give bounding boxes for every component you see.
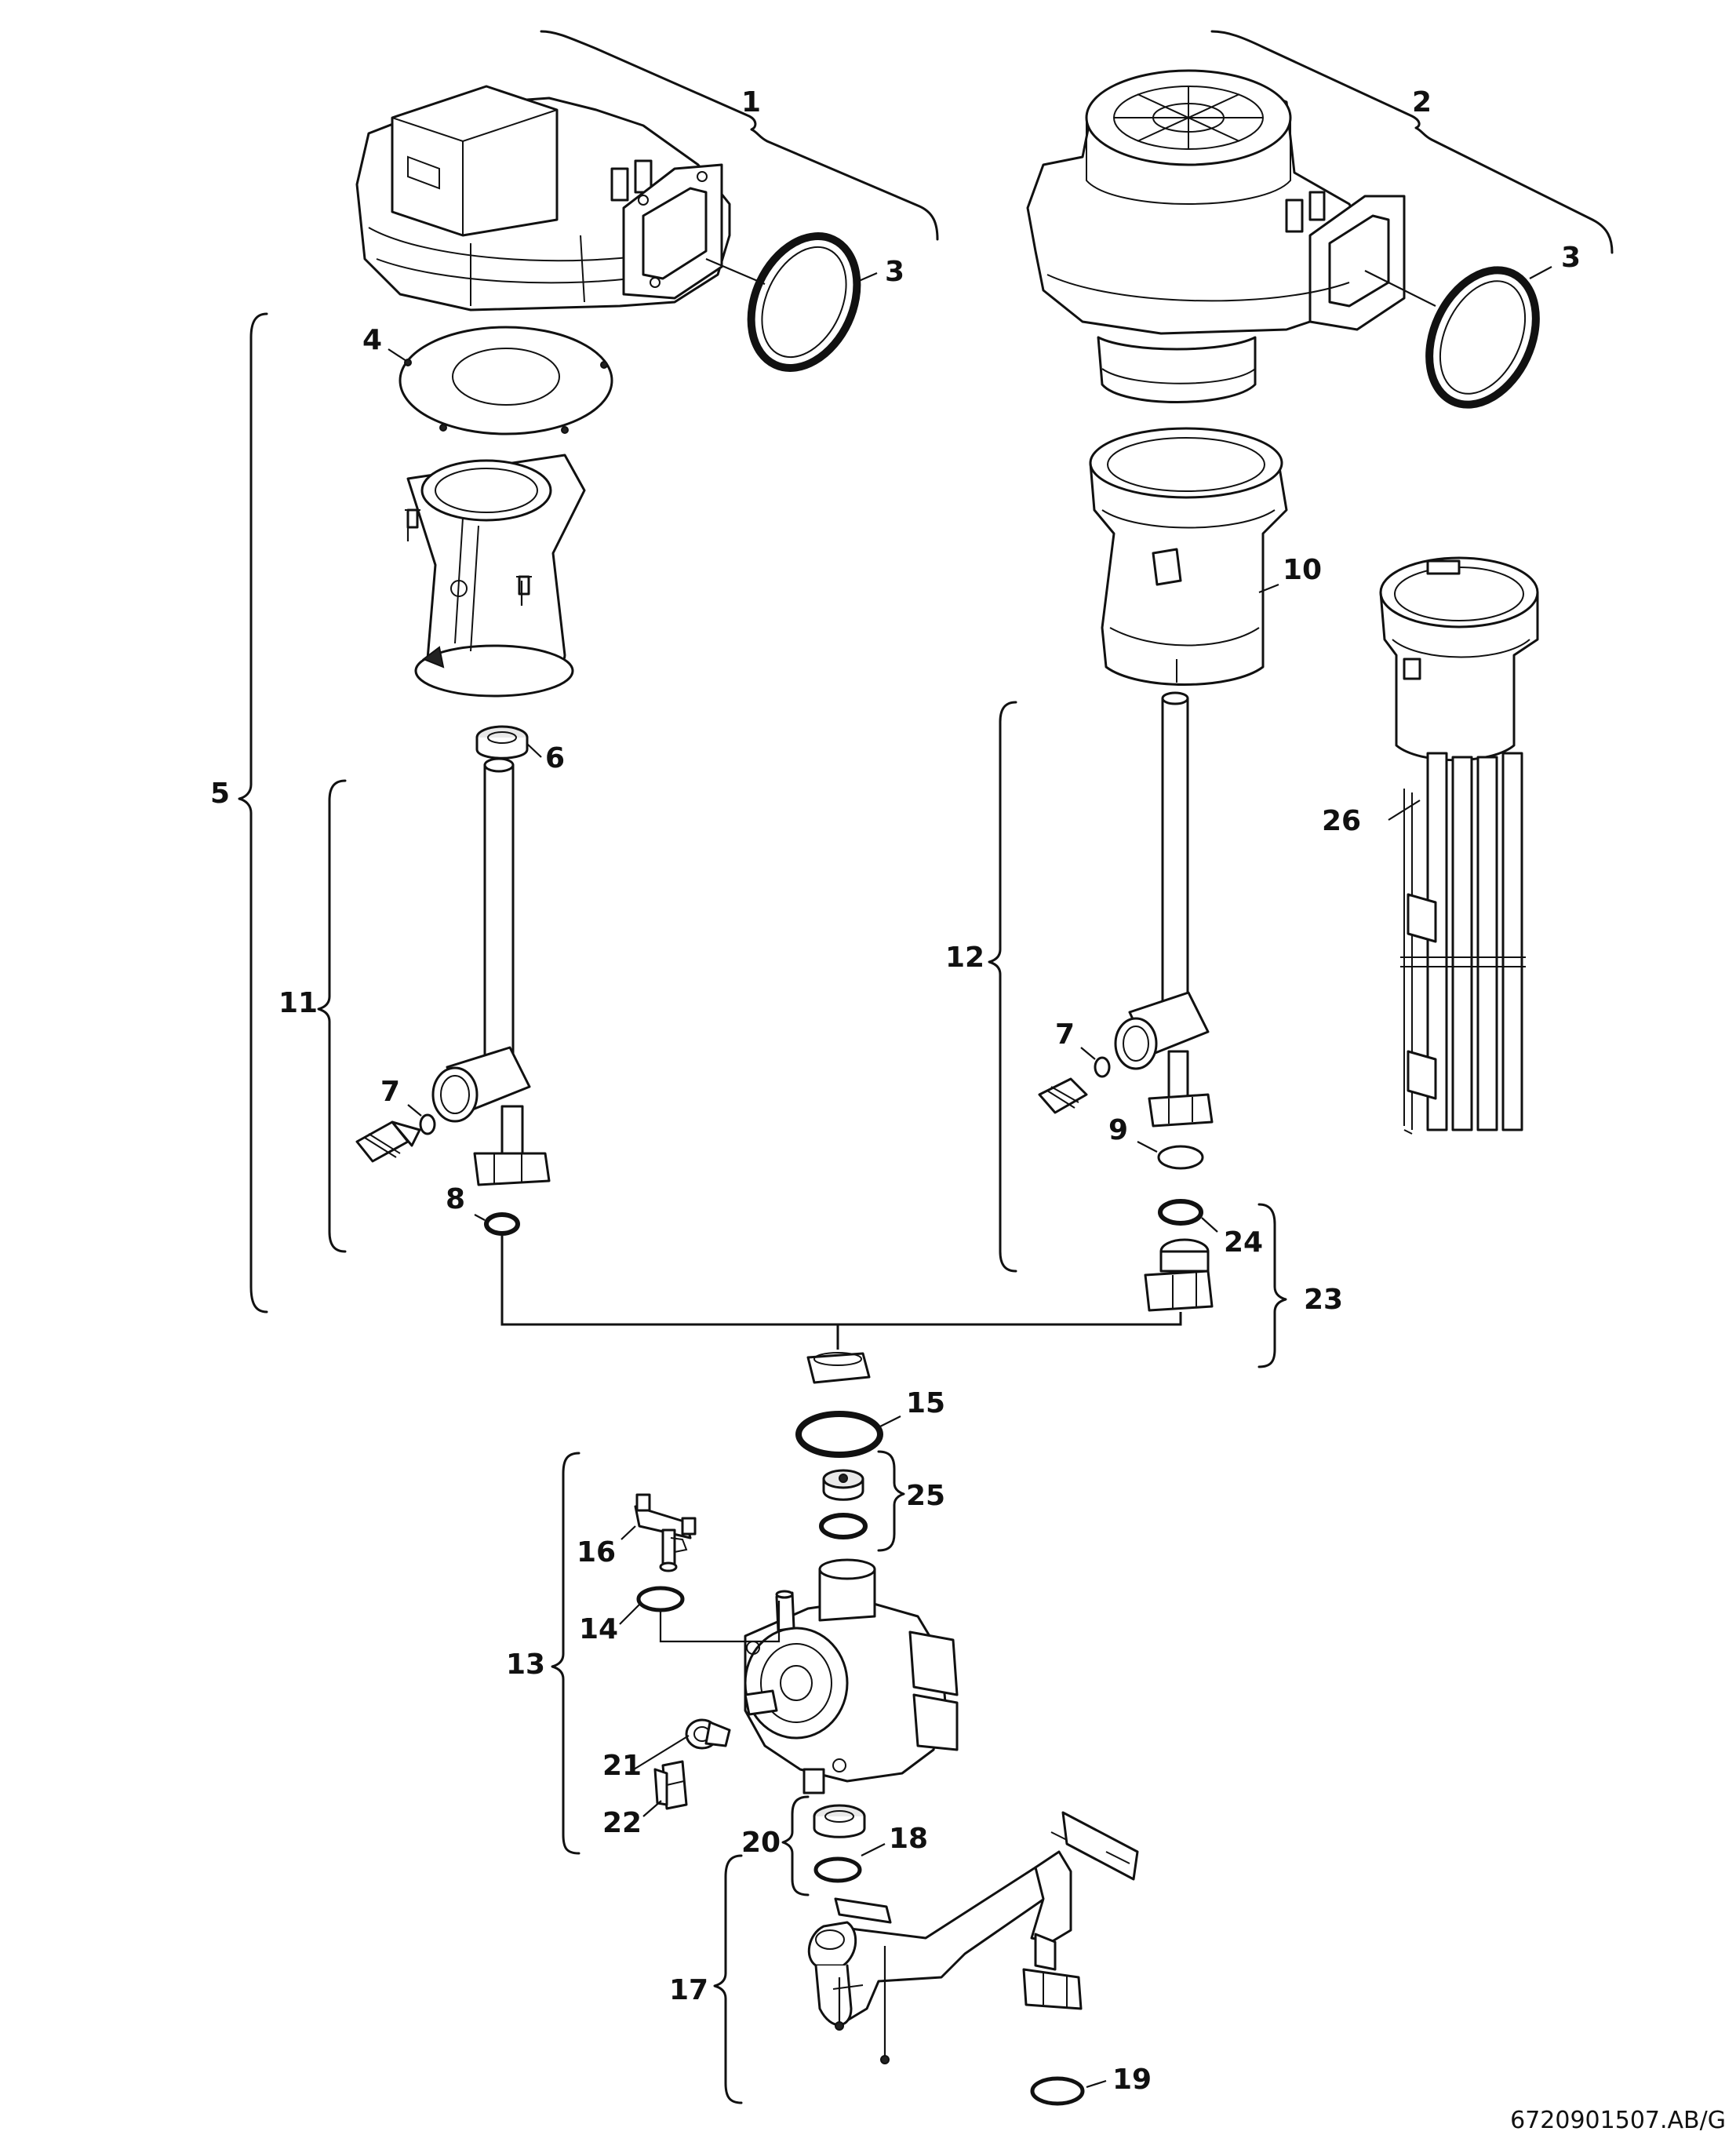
burner-26 <box>1379 556 1539 1135</box>
gasket-ring-3-right <box>1425 266 1540 409</box>
label-4: 4 <box>362 324 382 356</box>
leader-lines <box>388 257 1552 2089</box>
leader-14-valve <box>659 1601 781 1643</box>
label-11: 11 <box>278 987 318 1019</box>
label-18: 18 <box>889 1823 928 1855</box>
bracket-11 <box>317 779 347 1253</box>
tee-fitting-16 <box>634 1493 697 1572</box>
nozzle-7-left <box>355 1113 436 1163</box>
gas-valve-13 <box>744 1558 959 1794</box>
seal-19 <box>1030 2076 1085 2106</box>
document-id: 6720901507.AB/G <box>1510 2107 1726 2134</box>
bracket-12 <box>988 701 1017 1273</box>
nozzle-7-right <box>1038 1056 1111 1114</box>
label-7-right: 7 <box>1055 1018 1075 1051</box>
mixing-tube-10 <box>1089 427 1288 686</box>
clip-22 <box>653 1760 688 1810</box>
flange-gasket-4 <box>399 326 613 435</box>
label-20: 20 <box>741 1827 781 1859</box>
gas-pipe-17 <box>807 1811 1139 2027</box>
callout-labels: 1 2 3 3 4 5 6 7 7 8 9 10 11 12 13 14 15 … <box>210 86 1581 2096</box>
bracket-5 <box>238 312 268 1313</box>
tube-assembly-12 <box>1114 691 1214 1128</box>
label-1: 1 <box>741 86 761 118</box>
label-2: 2 <box>1412 86 1432 118</box>
label-21: 21 <box>602 1750 642 1782</box>
venturi-screws <box>406 514 523 606</box>
label-8: 8 <box>446 1183 465 1215</box>
union-nipple-23 <box>1144 1238 1214 1312</box>
seal-14 <box>636 1586 685 1612</box>
label-24: 24 <box>1224 1226 1263 1259</box>
label-6: 6 <box>545 742 565 774</box>
bracket-23 <box>1257 1203 1287 1368</box>
label-25: 25 <box>906 1480 945 1512</box>
bracket-13 <box>551 1452 580 1855</box>
bracket-25 <box>877 1450 905 1552</box>
label-17: 17 <box>669 1974 708 2006</box>
label-26: 26 <box>1322 805 1361 837</box>
label-16: 16 <box>577 1536 616 1568</box>
bracket-20 <box>781 1795 810 1896</box>
label-19: 19 <box>1112 2064 1152 2096</box>
label-12: 12 <box>945 942 984 974</box>
grommet-6 <box>475 725 529 760</box>
label-10: 10 <box>1283 554 1322 586</box>
tube-assembly-11 <box>431 757 551 1186</box>
bracket-1 <box>540 30 939 241</box>
screws <box>835 1946 890 2064</box>
seal-18 <box>813 1856 862 1883</box>
venturi-tube-left <box>405 454 586 698</box>
label-14: 14 <box>579 1613 618 1645</box>
label-3-right: 3 <box>1561 242 1581 274</box>
label-9: 9 <box>1108 1114 1128 1146</box>
label-5: 5 <box>210 778 230 810</box>
sealing-ring-15 <box>795 1411 883 1458</box>
o-ring-9 <box>1157 1145 1204 1170</box>
label-7-left: 7 <box>380 1076 400 1108</box>
label-15: 15 <box>906 1387 945 1419</box>
o-ring-24 <box>1158 1199 1203 1226</box>
gasket-ring-3-left <box>747 232 861 372</box>
filter-set-25 <box>819 1469 868 1539</box>
bracket-17 <box>713 1854 743 2104</box>
fan-assembly-1 <box>355 85 731 312</box>
label-13: 13 <box>506 1649 545 1681</box>
connection-line <box>500 1236 1182 1350</box>
o-ring-8 <box>484 1212 520 1236</box>
fan-assembly-2 <box>1026 69 1406 403</box>
label-22: 22 <box>602 1807 642 1839</box>
union-nut <box>806 1352 871 1384</box>
bracket-2 <box>1210 30 1614 254</box>
label-3-left: 3 <box>885 256 904 288</box>
coupling-21 <box>685 1718 731 1750</box>
filter-20 <box>813 1804 866 1838</box>
label-23: 23 <box>1304 1284 1343 1316</box>
